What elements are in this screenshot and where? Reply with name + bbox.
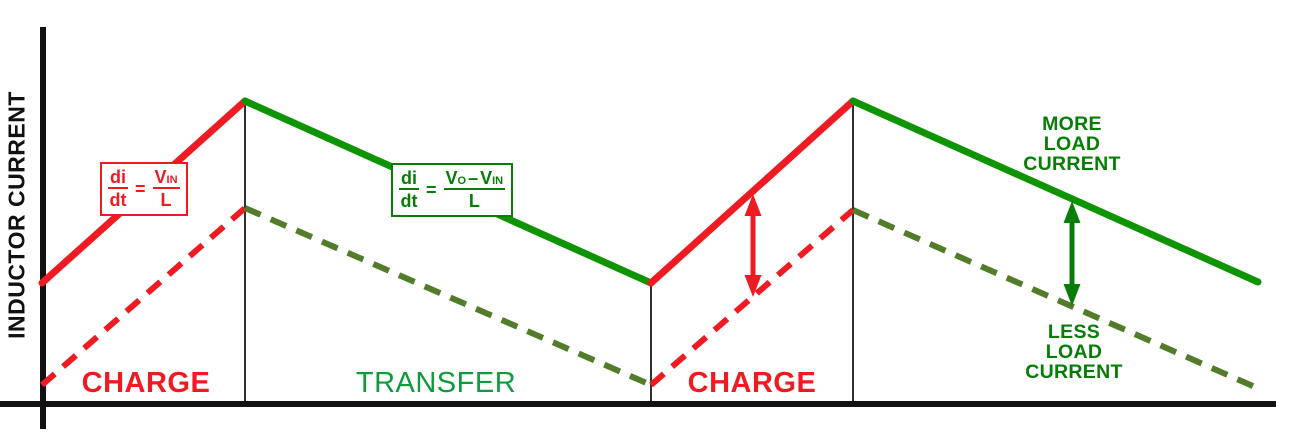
formula-v: V: [154, 167, 167, 187]
formula-vin: V: [480, 168, 493, 188]
ripple-arrow-charge-head-top: [744, 194, 762, 216]
inductor-current-less-load-segment-0: [40, 205, 247, 388]
ripple-arrow-charge-head-bottom: [744, 275, 762, 297]
formula-l: L: [160, 190, 172, 211]
inductor-current-more-load-segment-2: [647, 97, 857, 287]
formula-v-sub: IN: [166, 174, 178, 186]
phase-label-transfer-1: TRANSFER: [355, 367, 517, 399]
formula-dt: dt: [109, 190, 127, 211]
y-axis-label: INDUCTOR CURRENT: [3, 91, 30, 339]
formula-dt: dt: [400, 191, 418, 212]
inductor-current-more-load-segment-3: [849, 97, 1262, 286]
formula-l: L: [468, 191, 480, 212]
minus-sign: –: [468, 168, 479, 188]
inductor-current-less-load-segment-1: [243, 205, 653, 388]
ripple-arrow-transfer-head-top: [1063, 201, 1081, 223]
equals-sign: =: [135, 178, 146, 199]
formula-vo: V: [445, 168, 458, 188]
phase-label-charge-2: CHARGE: [687, 367, 817, 399]
inductor-current-less-load-segment-2: [649, 207, 855, 388]
fraction-di-dt: di dt: [108, 167, 128, 210]
phase-label-charge-0: CHARGE: [81, 367, 211, 399]
equals-sign: =: [426, 179, 437, 200]
inductor-current-less-load-segment-3: [851, 207, 1257, 390]
formula-di: di: [108, 167, 128, 190]
formula-di: di: [399, 168, 419, 191]
formula-vin-sub: IN: [492, 175, 504, 187]
ripple-arrow-transfer-head-bottom: [1063, 284, 1081, 306]
fraction-di-dt: di dt: [399, 168, 419, 211]
formula-vo-sub: O: [457, 175, 467, 187]
